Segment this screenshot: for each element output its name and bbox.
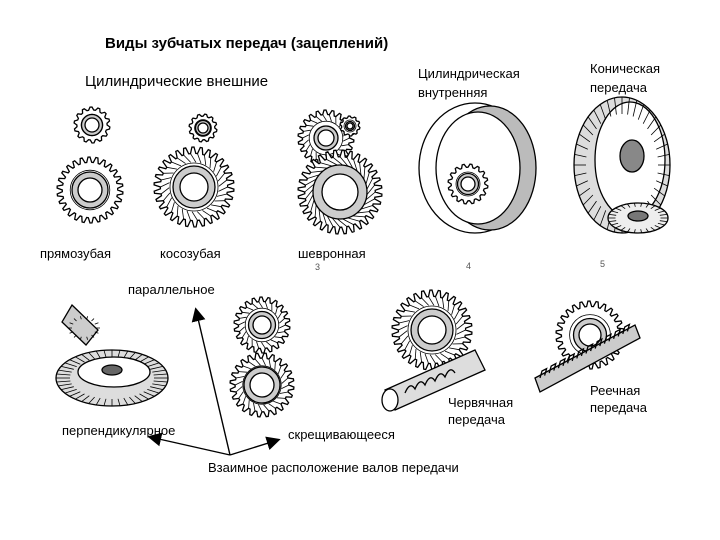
label-crossing: скрещивающееся xyxy=(288,427,395,442)
worm-gear xyxy=(381,289,486,412)
label-rack-1: Реечная xyxy=(590,383,641,398)
internal-ring-gear xyxy=(418,102,537,234)
label-worm-2: передача xyxy=(448,412,505,427)
crossing-helical-gears xyxy=(229,296,295,418)
figure-number-5: 5 xyxy=(600,259,606,269)
figure-number-3: 3 xyxy=(315,262,321,272)
label-parallel: параллельное xyxy=(128,282,215,297)
helical-gear-pair xyxy=(153,113,235,228)
label-herringbone-gear: шевронная xyxy=(298,246,366,261)
label-conical-2: передача xyxy=(590,80,647,95)
label-shaft-arrangement: Взаимное расположение валов передачи xyxy=(208,460,459,475)
label-helical-gear: косозубая xyxy=(160,246,221,261)
label-worm-1: Червячная xyxy=(448,395,514,410)
label-perpendicular: перпендикулярное xyxy=(62,423,176,438)
group-label-cylindrical-external: Цилиндрические внешние xyxy=(85,73,269,90)
figure-number-4: 4 xyxy=(466,261,472,271)
herringbone-gear-pair xyxy=(297,109,383,235)
rack-and-pinion xyxy=(534,300,641,393)
label-cylindrical-internal-2: внутренняя xyxy=(418,85,488,100)
spur-gear-pair-straight xyxy=(56,106,124,224)
label-cylindrical-internal-1: Цилиндрическая xyxy=(418,66,520,81)
bevel-gear-pair xyxy=(573,96,671,234)
arrows xyxy=(147,307,281,456)
label-conical-1: Коническая xyxy=(590,61,660,76)
perpendicular-bevel-gears xyxy=(55,303,169,407)
label-straight-gear: прямозубая xyxy=(40,246,112,261)
page-title: Виды зубчатых передач (зацеплений) xyxy=(105,35,389,52)
label-rack-2: передача xyxy=(590,400,647,415)
